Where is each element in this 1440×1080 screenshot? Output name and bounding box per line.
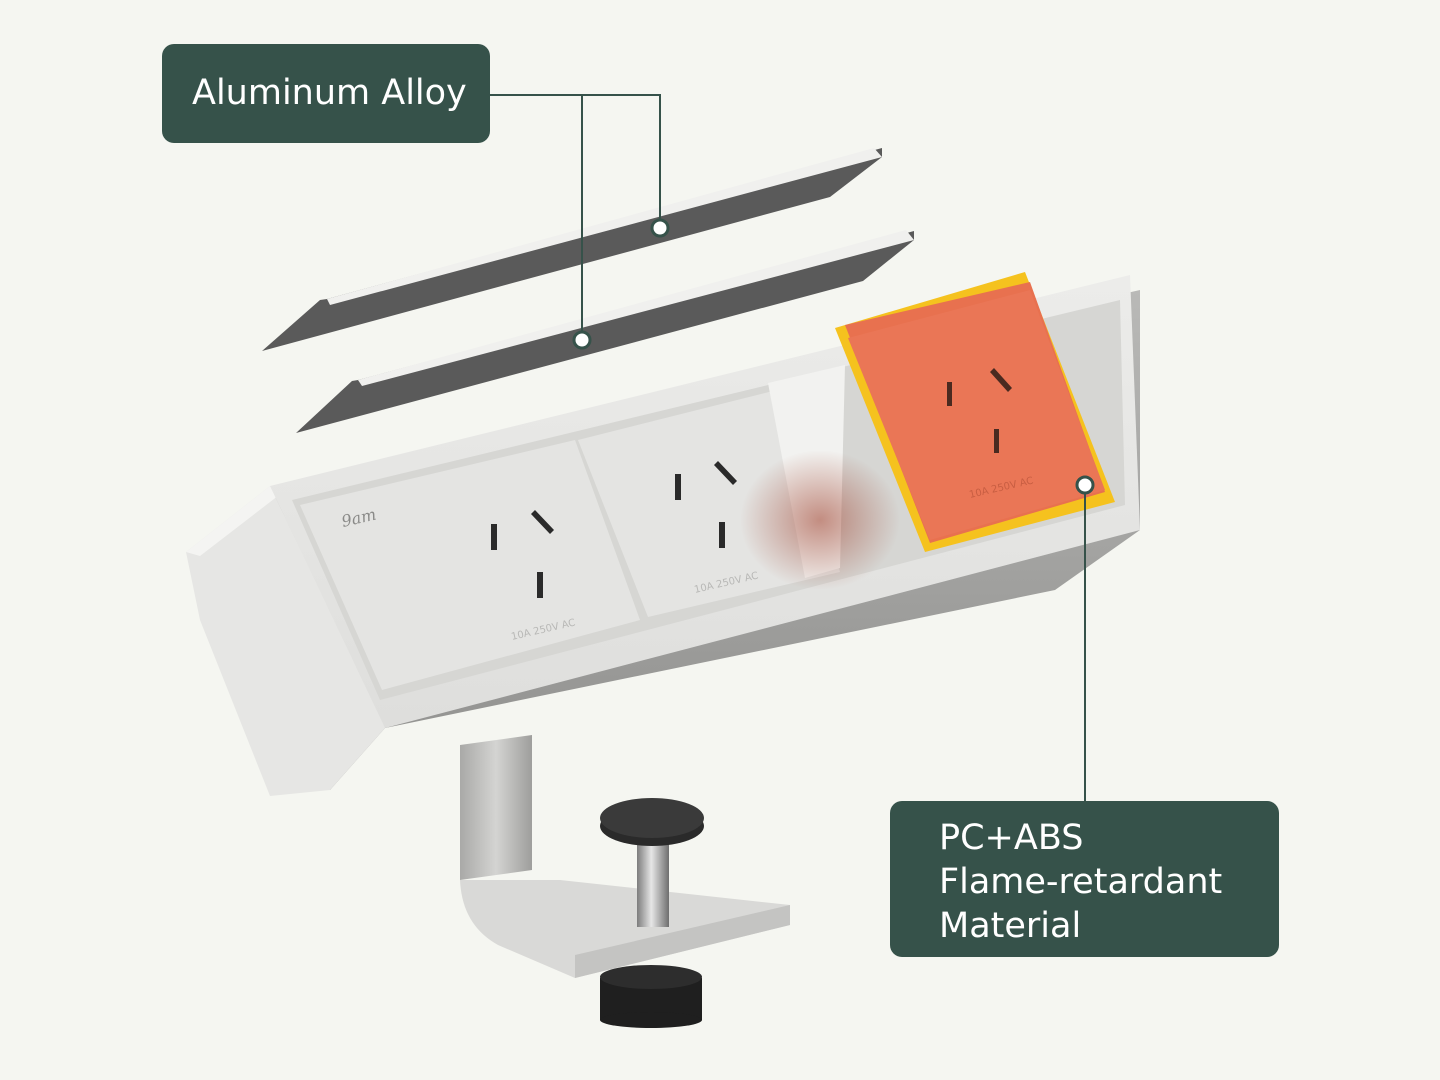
desk-clamp — [460, 735, 790, 1028]
aluminum-plate-upper — [262, 148, 882, 351]
socket-left-slots — [491, 510, 554, 598]
pc-abs-line-3: Material — [939, 906, 1082, 946]
aluminum-alloy-label: Aluminum Alloy — [162, 44, 490, 143]
callout-leader-lines — [490, 94, 1086, 801]
pc-abs-line-2: Flame-retardant — [939, 862, 1223, 902]
aluminum-plate-lower — [296, 230, 914, 433]
socket-right-slots — [947, 368, 1012, 453]
pc-abs-label: PC+ABS Flame-retardant Material — [890, 801, 1279, 957]
socket-body — [186, 272, 1140, 796]
aluminum-alloy-text: Aluminum Alloy — [192, 73, 467, 113]
callout-markers — [572, 218, 1095, 495]
pc-abs-line-1: PC+ABS — [939, 818, 1084, 858]
socket-middle-slots — [675, 461, 737, 548]
